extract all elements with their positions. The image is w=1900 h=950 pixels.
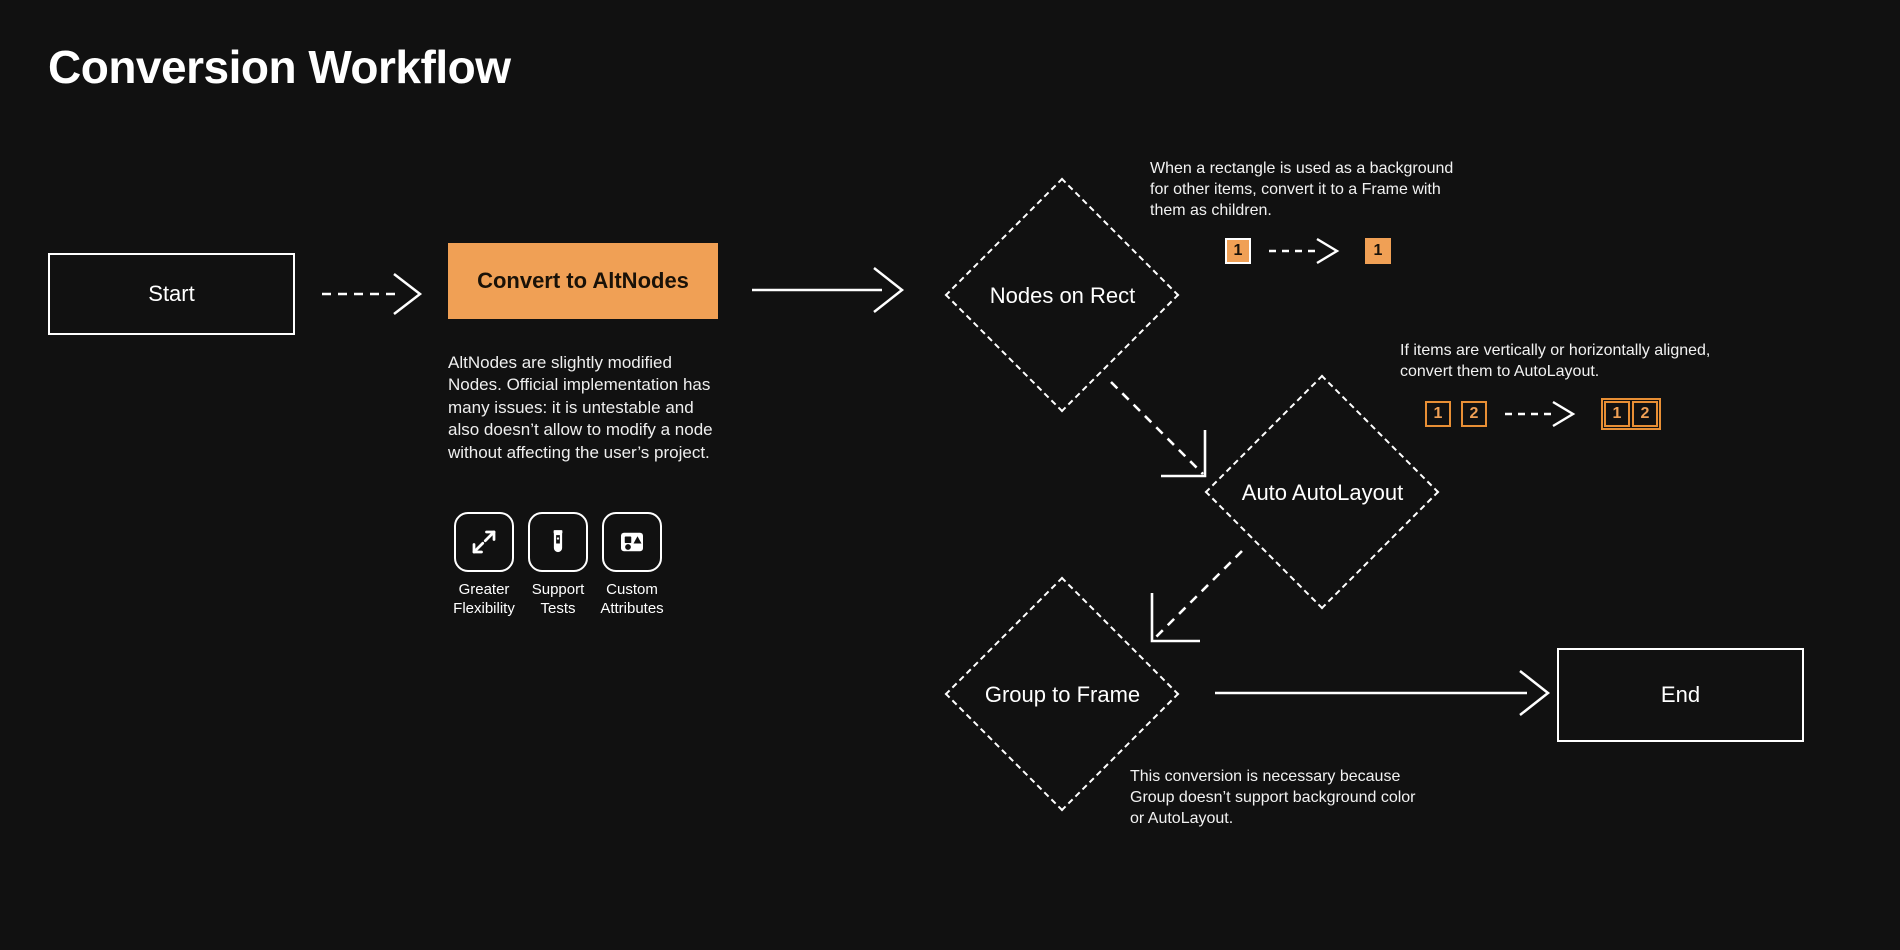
connector-start-to-convert (322, 270, 432, 318)
badge-item: 1 (1425, 401, 1451, 427)
page-title: Conversion Workflow (48, 41, 511, 93)
connector-nodes-on-rect-to-auto-autolayout (1105, 378, 1235, 488)
dashed-arrow-right-icon (1505, 399, 1583, 429)
feature-custom-attributes[interactable]: Custom Attributes (600, 512, 664, 619)
feature-label: Greater Flexibility (453, 581, 515, 617)
feature-label: Custom Attributes (600, 581, 664, 617)
annotation-nodes-on-rect-text: When a rectangle is used as a background… (1150, 160, 1454, 220)
connector-convert-to-nodes-on-rect (752, 262, 912, 318)
connector-group-to-frame-to-end (1215, 665, 1560, 721)
dashed-arrow-right-icon (1269, 236, 1347, 266)
node-end[interactable]: End (1557, 648, 1804, 742)
badge-group-before: 1 2 (1425, 401, 1487, 427)
node-auto-autolayout[interactable]: Auto AutoLayout (1204, 374, 1440, 610)
badge-item: 1 (1365, 238, 1391, 264)
expand-arrows-icon (454, 512, 514, 572)
connector-auto-autolayout-to-group-to-frame (1130, 545, 1260, 660)
badge-group-after-frame: 1 2 (1601, 398, 1661, 430)
shapes-in-square-icon (602, 512, 662, 572)
annotation-auto-autolayout-text: If items are vertically or horizontally … (1400, 342, 1711, 381)
badge-item: 1 (1225, 238, 1251, 264)
badge-item: 2 (1461, 401, 1487, 427)
node-convert-to-altnodes[interactable]: Convert to AltNodes (448, 243, 718, 319)
annotation-group-to-frame-text: This conversion is necessary because Gro… (1130, 768, 1416, 828)
feature-label: Support Tests (531, 581, 585, 617)
node-end-label: End (1660, 682, 1701, 707)
node-nodes-on-rect[interactable]: Nodes on Rect (944, 177, 1180, 413)
convert-description: AltNodes are slightly modified Nodes. Of… (448, 353, 713, 462)
convert-feature-list: Greater Flexibility Support Tests (453, 512, 664, 619)
feature-support-tests[interactable]: Support Tests (528, 512, 588, 619)
node-auto-autolayout-label: Auto AutoLayout (1241, 479, 1404, 505)
node-start-label: Start (148, 281, 195, 306)
badge-item: 1 (1604, 401, 1630, 427)
node-group-to-frame[interactable]: Group to Frame (944, 576, 1180, 812)
test-tube-icon (528, 512, 588, 572)
annotation-nodes-on-rect-badges: 1 1 (1225, 236, 1391, 266)
node-start[interactable]: Start (48, 253, 295, 335)
node-group-to-frame-label: Group to Frame (984, 681, 1141, 707)
annotation-auto-autolayout-badges: 1 2 1 2 (1425, 398, 1661, 430)
feature-greater-flexibility[interactable]: Greater Flexibility (453, 512, 515, 619)
badge-group-after: 1 (1365, 238, 1391, 264)
badge-group-before: 1 (1225, 238, 1251, 264)
node-convert-label: Convert to AltNodes (477, 268, 689, 293)
badge-item: 2 (1632, 401, 1658, 427)
node-nodes-on-rect-label: Nodes on Rect (989, 282, 1136, 308)
